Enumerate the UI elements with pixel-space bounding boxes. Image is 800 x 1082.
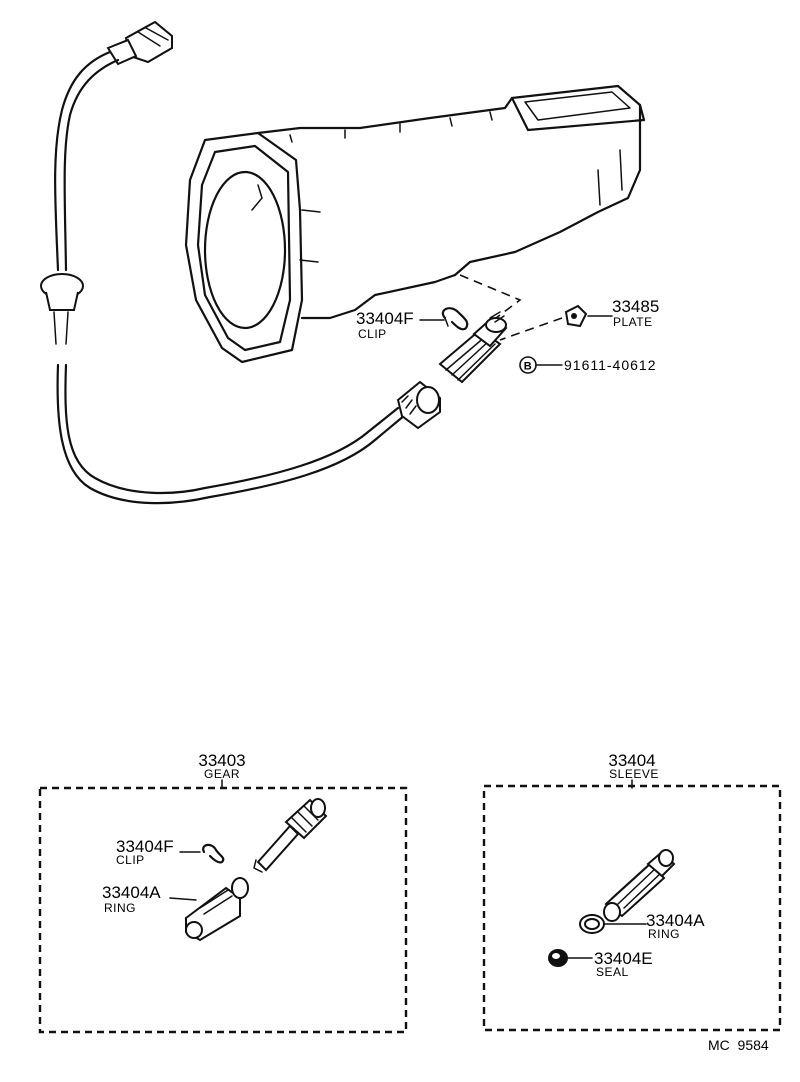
driven-gear-part (253, 798, 328, 873)
gear-clip-number: 33404F (116, 837, 174, 856)
bolt-part-number: 91611-40612 (564, 357, 656, 373)
gear-sleeve-part (185, 877, 249, 942)
gear-clip-callout: 33404F CLIP (116, 837, 201, 867)
gear-group-name: GEAR (204, 767, 240, 781)
sleeve-group-name: SLEEVE (609, 767, 659, 781)
sleeve-seal-callout: 33404E SEAL (567, 949, 653, 979)
gear-group-box: 33403 GEAR 33404F CLIP 3340 (38, 751, 408, 1034)
cable-grommet (40, 273, 84, 345)
sleeve-group-box: 33404 SLEEVE 33404A RING 33 (482, 751, 782, 1032)
cable-connector (106, 20, 173, 66)
clip-33404f-top (441, 307, 469, 331)
plate-part-name: PLATE (613, 315, 653, 329)
bolt-symbol: B (524, 361, 532, 373)
plate-part-number: 33485 (612, 297, 659, 316)
sleeve-ring-part (579, 914, 605, 934)
drawing-code: MC 9584 (708, 1037, 769, 1053)
sleeve-seal-name: SEAL (596, 965, 629, 979)
callout-bolt: B 91611-40612 (519, 356, 656, 374)
gear-clip-part (202, 843, 225, 864)
sleeve-ring-callout: 33404A RING (603, 911, 705, 941)
plate-33485 (499, 304, 588, 341)
gear-clip-name: CLIP (116, 853, 145, 867)
callout-plate: 33485 PLATE (587, 297, 659, 329)
sleeve-group-number: 33404 (608, 751, 655, 770)
speedometer-cable (40, 20, 441, 505)
sleeve-seal-part (548, 949, 568, 967)
sleeve-ring-number: 33404A (646, 911, 705, 930)
clip-top-part-name: CLIP (358, 327, 387, 341)
gear-ring-number: 33404A (102, 883, 161, 902)
transmission-case (184, 84, 646, 364)
sleeve-seal-number: 33404E (594, 949, 653, 968)
driven-gear-sleeve-assembly (438, 311, 508, 384)
sleeve-part (603, 849, 676, 922)
gear-ring-callout: 33404A RING (102, 883, 197, 915)
gear-group-number: 33403 (198, 751, 245, 770)
clip-top-part-number: 33404F (356, 309, 414, 328)
cable-end-nut (396, 380, 441, 430)
callout-clip-top: 33404F CLIP (356, 309, 445, 341)
gear-ring-name: RING (104, 901, 136, 915)
sleeve-ring-name: RING (648, 927, 680, 941)
